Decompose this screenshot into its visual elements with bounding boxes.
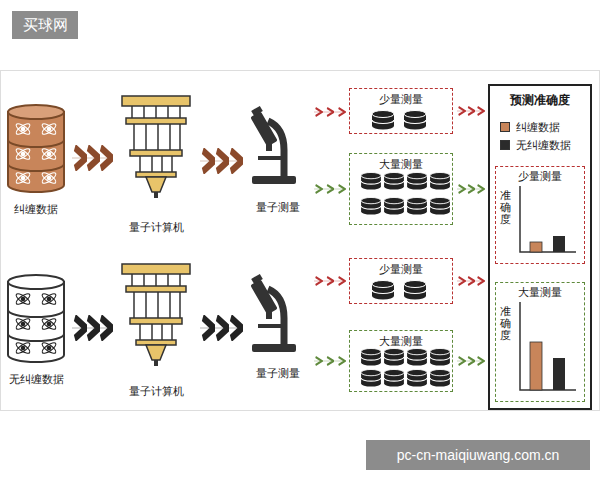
watermark: pc-cn-maiqiuwang.com.cn: [366, 440, 590, 470]
flow-arrow: [72, 158, 112, 159]
chart-box: 少量测量准确度: [495, 166, 585, 264]
node-label: 量子计算机: [129, 220, 184, 234]
data-source: 纠缠数据: [4, 100, 68, 216]
node-label: 少量测量: [350, 92, 452, 106]
quantum-computer: 量子计算机: [116, 92, 196, 234]
measurement: 量子测量: [246, 276, 310, 380]
bar-chart: [520, 186, 576, 252]
measurement: 量子测量: [246, 108, 310, 214]
microscope: [250, 106, 296, 184]
data-cylinder: [8, 275, 64, 362]
node-label: 无纠缠数据: [9, 372, 64, 386]
node-label: 量子测量: [256, 200, 300, 214]
bar-chart: [520, 302, 576, 390]
measurement-box: 大量测量: [349, 330, 453, 392]
flow-arrow: [457, 189, 484, 190]
legend-swatch: [500, 140, 510, 150]
legend-swatch: [500, 122, 510, 132]
node-label: 大量测量: [350, 157, 452, 171]
accuracy-panel: 少量测量准确度大量测量准确度预测准确度纠缠数据无纠缠数据: [488, 84, 592, 410]
quantum-computer: [122, 264, 190, 366]
legend-label: 纠缠数据: [516, 120, 560, 134]
node-label: 少量测量: [496, 169, 584, 183]
microscope: [250, 274, 296, 352]
measurement-box: 大量测量: [349, 153, 453, 225]
flow-arrow: [457, 111, 484, 112]
quantum-computer: 量子计算机: [116, 262, 196, 398]
frame: [1, 71, 600, 411]
flow-arrow: [457, 361, 484, 362]
flow-arrow: [314, 189, 345, 190]
flow-arrow: [314, 112, 345, 113]
legend-label: 无纠缠数据: [516, 138, 571, 152]
watermark: 买球网: [12, 11, 78, 39]
measurement-box: 少量测量: [349, 258, 453, 304]
axis-label: 准确度: [500, 189, 511, 225]
flow-arrow: [72, 328, 112, 329]
node-label: 量子计算机: [129, 384, 184, 398]
quantum-computer: [122, 96, 190, 198]
flow-arrow: [314, 361, 345, 362]
measurement-box: 少量测量: [349, 88, 453, 134]
chart-box: 大量测量准确度: [495, 282, 585, 402]
node-label: 大量测量: [496, 285, 584, 299]
data-cylinder: [8, 105, 64, 192]
flow-arrow: [200, 161, 242, 162]
node-label: 量子测量: [256, 366, 300, 380]
node-label: 预测准确度: [490, 93, 590, 107]
axis-label: 准确度: [500, 305, 511, 341]
data-source: 无纠缠数据: [4, 270, 68, 386]
node-label: 纠缠数据: [14, 202, 58, 216]
node-label: 大量测量: [350, 334, 452, 348]
flow-arrow: [200, 328, 242, 329]
legend-item: 无纠缠数据: [500, 138, 571, 152]
node-label: 少量测量: [350, 262, 452, 276]
legend-item: 纠缠数据: [500, 120, 560, 134]
flow-arrow: [457, 281, 484, 282]
flow-arrow: [314, 281, 345, 282]
